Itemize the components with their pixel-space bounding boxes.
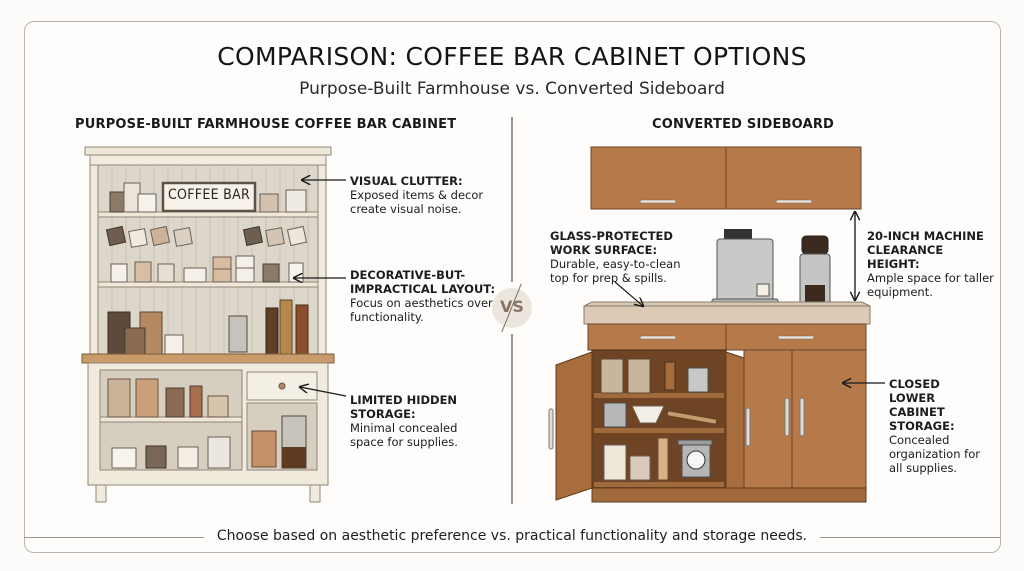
callout-title: DECORATIVE-BUT-IMPRACTICAL LAYOUT: (350, 268, 496, 296)
callout-body: Minimal concealed space for supplies. (350, 421, 458, 449)
page-subtitle: Purpose-Built Farmhouse vs. Converted Si… (299, 79, 725, 99)
footer-rule-right (820, 537, 1000, 538)
callout-visual-clutter: VISUAL CLUTTER: Exposed items & decor cr… (350, 174, 490, 216)
footer-rule-left (24, 537, 204, 538)
callout-title: GLASS-PROTECTED WORK SURFACE: (550, 229, 673, 257)
left-column-heading: PURPOSE-BUILT FARMHOUSE COFFEE BAR CABIN… (75, 117, 457, 132)
sideboard-illustration (548, 146, 871, 503)
callout-title: LIMITED HIDDEN STORAGE: (350, 393, 458, 421)
callout-limited-storage: LIMITED HIDDEN STORAGE: Minimal conceale… (350, 393, 475, 449)
right-column-heading: CONVERTED SIDEBOARD (652, 117, 835, 132)
callout-decorative-layout: DECORATIVE-BUT-IMPRACTICAL LAYOUT: Focus… (350, 268, 500, 324)
coffee-bar-sign: COFFEE BAR (167, 187, 251, 203)
page-title: COMPARISON: COFFEE BAR CABINET OPTIONS (217, 42, 807, 71)
vs-badge: VS (492, 283, 532, 333)
callout-body: Focus on aesthetics over functionality. (350, 296, 493, 324)
callout-title: 20-INCH MACHINE CLEARANCE HEIGHT: (867, 229, 984, 271)
center-divider-bottom (511, 334, 513, 504)
farmhouse-cabinet-illustration (81, 146, 335, 503)
footer-note: Choose based on aesthetic preference vs.… (216, 528, 808, 544)
center-divider-top (511, 117, 513, 282)
callout-title: VISUAL CLUTTER: (350, 174, 463, 188)
callout-body: Durable, easy-to-clean top for prep & sp… (550, 257, 681, 285)
callout-body: Concealed organization for all supplies. (889, 433, 980, 475)
callout-closed-storage: CLOSED LOWER CABINET STORAGE: Concealed … (889, 377, 989, 475)
callout-body: Ample space for taller equipment. (867, 271, 994, 299)
callout-arrows (294, 180, 885, 397)
callout-title: CLOSED LOWER CABINET STORAGE: (889, 377, 955, 433)
callout-clearance-height: 20-INCH MACHINE CLEARANCE HEIGHT: Ample … (867, 229, 997, 299)
vs-label: VS (500, 297, 524, 316)
callout-glass-surface: GLASS-PROTECTED WORK SURFACE: Durable, e… (550, 229, 700, 285)
callout-body: Exposed items & decor create visual nois… (350, 188, 484, 216)
